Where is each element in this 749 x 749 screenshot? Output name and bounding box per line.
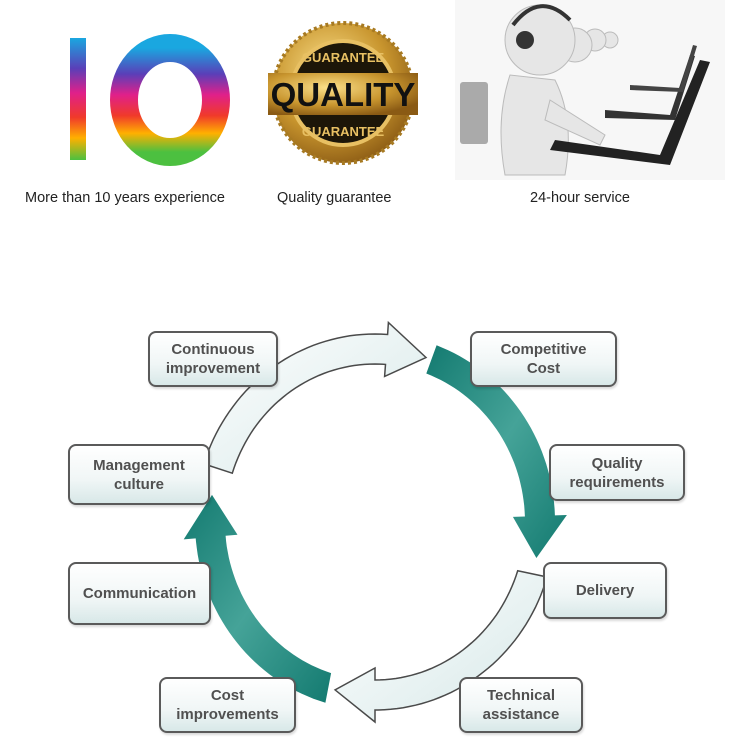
arrow-delivery-to-cost <box>333 569 549 724</box>
box-line: culture <box>113 475 164 493</box>
box-line: Continuous <box>171 341 255 358</box>
svg-text:GUARANTEE: GUARANTEE <box>302 50 385 65</box>
feature-caption-service: 24-hour service <box>530 190 630 206</box>
arrow-cost-to-management <box>183 494 332 703</box>
arrow-continuous-to-competitive <box>202 320 428 475</box>
box-line: Communication <box>82 585 197 602</box>
box-line: Cost <box>210 687 245 704</box>
feature-caption-quality: Quality guarantee <box>277 190 392 206</box>
box-line: Management <box>93 456 185 474</box>
box-line: improvements <box>176 706 279 723</box>
box-line: Quality <box>591 454 643 472</box>
box-delivery: Delivery <box>543 562 667 619</box>
svg-text:GUARANTEE: GUARANTEE <box>302 124 385 139</box>
box-continuous-improvement: Continuous improvement <box>148 331 278 387</box>
box-communication: Communication <box>68 562 211 625</box>
box-line: Cost <box>526 360 561 377</box>
box-line: Technical <box>486 687 556 704</box>
svg-text:QUALITY: QUALITY <box>271 76 416 113</box>
box-line: requirements <box>569 473 665 491</box>
feature-caption-experience: More than 10 years experience <box>25 190 225 206</box>
arrow-competitive-to-delivery <box>426 345 567 558</box>
box-line: improvement <box>165 360 261 377</box>
box-line: Delivery <box>575 582 635 599</box>
box-line: Competitive <box>500 341 587 358</box>
box-technical-assistance: Technical assistance <box>459 677 583 733</box>
call-center-illustration <box>455 0 725 180</box>
ten-years-logo <box>60 28 230 168</box>
quality-guarantee-seal: QUALITY GUARANTEE GUARANTEE <box>268 18 418 168</box>
box-line: assistance <box>482 706 560 723</box>
box-cost-improvements: Cost improvements <box>159 677 296 733</box>
